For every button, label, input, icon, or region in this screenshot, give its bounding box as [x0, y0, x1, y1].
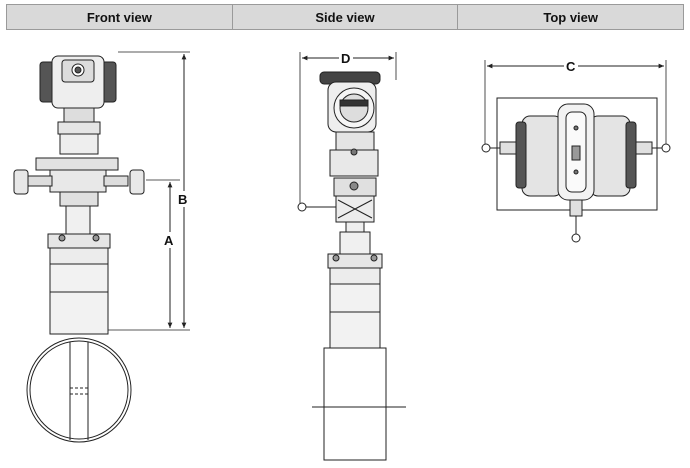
dimension-a-label: A [164, 233, 174, 248]
view-header-bar: Front view Side view Top view [6, 4, 684, 30]
dim-b-label-bg [176, 191, 190, 207]
dim-d-label-bg [339, 50, 353, 66]
top-transmitter-body [515, 103, 637, 201]
side-view-drawing [297, 52, 406, 461]
side-view-heading: Side view [233, 5, 459, 29]
front-view-drawing [13, 51, 190, 443]
dimension-b-label: B [178, 192, 187, 207]
front-flange-assembly [47, 233, 111, 335]
dimension-d-label: D [341, 51, 350, 66]
dimension-c-label: C [566, 59, 576, 74]
side-flange-assembly [312, 231, 406, 461]
top-vent-valves [481, 141, 671, 243]
side-manifold [297, 177, 377, 233]
dim-c-label-bg [564, 58, 578, 74]
front-transmitter-housing [39, 55, 117, 155]
top-view-heading: Top view [543, 9, 598, 25]
front-pipe-section [26, 337, 132, 443]
front-view-heading: Front view [7, 5, 233, 29]
front-manifold [13, 157, 145, 235]
dim-a-label-bg [162, 232, 176, 248]
top-view-drawing [481, 60, 671, 243]
side-transmitter-housing [319, 71, 381, 177]
